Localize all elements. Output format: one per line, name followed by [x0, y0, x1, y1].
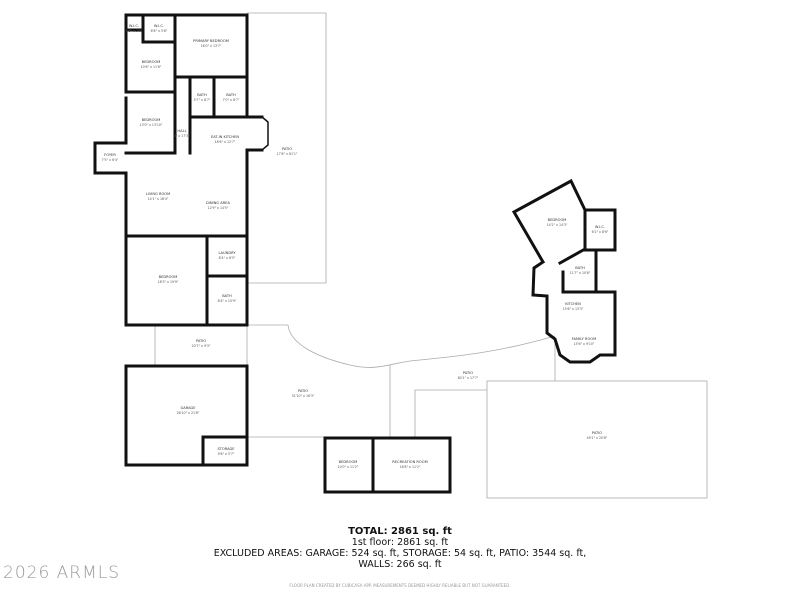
room-name: HALL	[177, 129, 186, 133]
room-dimensions: 10'0" x 11'2"	[338, 465, 359, 469]
casita-walls	[511, 178, 617, 364]
room-dimensions: 11'7" x 10'8"	[570, 271, 591, 275]
walls-area: WALLS: 266 sq. ft	[358, 559, 442, 570]
room-dimensions: 14'1" x 18'4"	[148, 197, 169, 201]
room-name: W.I.C.	[595, 225, 605, 229]
room-dimensions: 49'1" x 20'8"	[587, 436, 608, 440]
room-dimensions: 12'9" x 14'5"	[208, 206, 229, 210]
room-name: STORAGE	[217, 447, 235, 451]
room-name: BATH	[222, 294, 232, 298]
room-dimensions: 7'5" x 6'4"	[102, 158, 119, 162]
room-name: LIVING ROOM	[146, 192, 170, 196]
room-name: LAUNDRY	[218, 251, 236, 255]
area-summary: TOTAL: 2861 sq. ft 1st floor: 2861 sq. f…	[150, 526, 650, 570]
room-dimensions: 16'0" x 13'7"	[201, 44, 222, 48]
main-house-walls	[93, 13, 269, 327]
room-dimensions: 9'8" x 5'7"	[218, 452, 235, 456]
room-name: BATH	[197, 93, 207, 97]
room-dimensions: 8'4" x 10'9"	[218, 299, 237, 303]
guest-house-walls	[323, 436, 452, 494]
room-dimensions: 5'7" x 8'7"	[194, 98, 211, 102]
room-dimensions: 16'8" x 11'2"	[400, 465, 421, 469]
patio-outlines	[154, 12, 708, 499]
room-name: RECREATION ROOM	[392, 460, 427, 464]
room-dimensions: 15'6" x 9'10"	[574, 342, 595, 346]
room-name: BEDROOM	[142, 60, 161, 64]
room-name: PATIO	[282, 147, 292, 151]
room-name: PATIO	[298, 389, 308, 393]
room-name: DINING AREA	[206, 201, 230, 205]
room-name: GARAGE	[180, 406, 196, 410]
room-name: W.I.C.	[154, 24, 164, 28]
room-name: EAT-IN KITCHEN	[211, 135, 239, 139]
room-dimensions: 10'6" x 11'6"	[141, 65, 162, 69]
room-name: W.I.C.	[129, 24, 139, 28]
room-dimensions: 20'7" x 9'3"	[192, 344, 211, 348]
room-dimensions: 26'10" x 21'8"	[177, 411, 200, 415]
disclaimer: FLOOR PLAN CREATED BY CUBICASA APP. MEAS…	[289, 583, 511, 588]
room-dimensions: 14'2" x 14'3"	[547, 223, 568, 227]
room-name: PRIMARY BEDROOM	[193, 39, 229, 43]
room-dimensions: 3' x 17'3"	[174, 134, 190, 138]
room-name: BEDROOM	[142, 118, 161, 122]
excluded-areas: EXCLUDED AREAS: GARAGE: 524 sq. ft, STOR…	[213, 548, 587, 559]
room-name: BEDROOM	[548, 218, 567, 222]
room-dimensions: 15'6" x 13'3"	[563, 307, 584, 311]
garage-walls	[124, 364, 249, 467]
room-dimensions: 3'6" x 2'8"	[126, 29, 143, 33]
room-name: PATIO	[463, 371, 473, 375]
room-dimensions: 18'6" x 12'7"	[215, 140, 236, 144]
watermark: 2026 ARMLS	[3, 563, 121, 583]
room-dimensions: 31'10" x 16'3"	[292, 394, 315, 398]
total-area: TOTAL: 2861 sq. ft	[348, 526, 452, 537]
room-name: BATH	[226, 93, 236, 97]
room-name: FOYER	[104, 153, 116, 157]
room-dimensions: 8'4" x 8'5"	[219, 256, 236, 260]
room-dimensions: 13'0" x 13'10"	[140, 123, 163, 127]
room-name: BEDROOM	[159, 275, 178, 279]
room-dimensions: 7'0" x 8'7"	[223, 98, 240, 102]
room-labels: W.I.C. 3'6" x 2'8" W.I.C. 6'6" x 5'8" PR…	[102, 24, 609, 469]
room-dimensions: 6'6" x 5'8"	[151, 29, 168, 33]
room-name: KITCHEN	[565, 302, 581, 306]
room-name: PATIO	[592, 431, 602, 435]
room-dimensions: 80'1" x 17'7"	[458, 376, 479, 380]
room-dimensions: 6'2" x 8'6"	[592, 230, 609, 234]
floor-area: 1st floor: 2861 sq. ft	[351, 537, 449, 548]
room-dimensions: 17'8" x 61'1"	[277, 152, 298, 156]
room-name: PATIO	[196, 339, 206, 343]
room-name: FAMILY ROOM	[572, 337, 596, 341]
room-name: BEDROOM	[339, 460, 358, 464]
room-dimensions: 18'3" x 19'9"	[158, 280, 179, 284]
room-name: BATH	[575, 266, 585, 270]
